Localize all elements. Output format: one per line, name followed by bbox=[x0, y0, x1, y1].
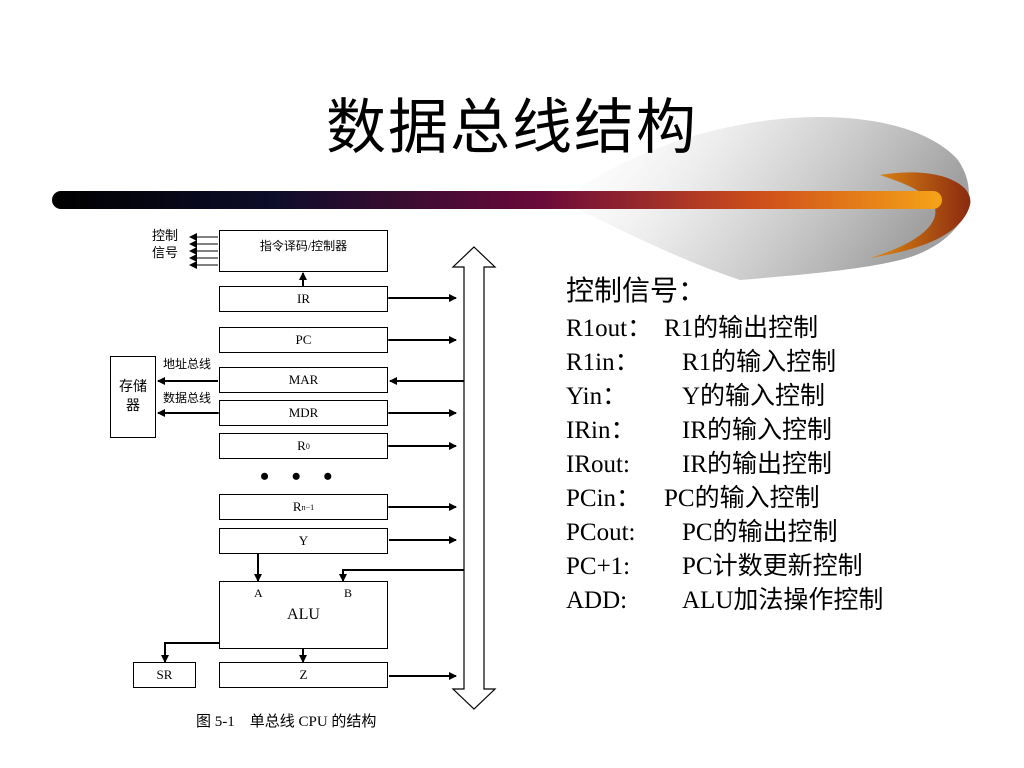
signal-name: R1in： bbox=[566, 349, 640, 376]
signal-row: IRout: IR的输出控制 bbox=[566, 448, 883, 482]
decoder-controller-box: 指令译码/控制器 bbox=[219, 230, 388, 272]
figure-caption: 图 5-1 单总线 CPU 的结构 bbox=[196, 714, 377, 730]
memory-box: 存储 器 bbox=[110, 356, 156, 438]
signal-desc: R1的输出控制 bbox=[664, 315, 819, 342]
signal-name: PCout: bbox=[566, 519, 636, 546]
pc-register: PC bbox=[219, 327, 388, 353]
signal-name: ADD: bbox=[566, 587, 628, 614]
mdr-register: MDR bbox=[219, 400, 388, 426]
page-title: 数据总线结构 bbox=[326, 93, 698, 163]
rn-label: R bbox=[292, 499, 302, 514]
signal-name: PC+1: bbox=[566, 553, 631, 580]
signal-desc: IR的输入控制 bbox=[682, 417, 833, 444]
title-bar bbox=[52, 191, 942, 209]
rn-subscript: n−1 bbox=[301, 502, 315, 512]
signal-name: IRin： bbox=[566, 417, 636, 444]
signal-name: Yin： bbox=[566, 383, 628, 410]
signal-desc: IR的输出控制 bbox=[682, 451, 833, 478]
r0-subscript: 0 bbox=[305, 441, 310, 451]
signal-row: R1in： R1的输入控制 bbox=[566, 346, 883, 380]
signal-row: R1out： R1的输出控制 bbox=[566, 312, 883, 346]
alu-input-a-label: A bbox=[254, 586, 263, 600]
signal-desc: PC计数更新控制 bbox=[682, 553, 863, 580]
signal-name: R1out： bbox=[566, 315, 653, 342]
signal-row: Yin： Y的输入控制 bbox=[566, 380, 883, 414]
alu-input-b-label: B bbox=[344, 586, 353, 600]
bus-to-alu-b bbox=[339, 569, 464, 582]
ir-register: IR bbox=[219, 286, 388, 312]
signal-desc: R1的输入控制 bbox=[682, 349, 837, 376]
swoosh-tip bbox=[870, 172, 971, 258]
signal-desc: ALU加法操作控制 bbox=[682, 587, 884, 614]
data-bus-arrow bbox=[451, 246, 497, 710]
signal-desc: PC的输出控制 bbox=[682, 519, 838, 546]
signal-row: PCout: PC的输出控制 bbox=[566, 516, 883, 550]
z-register: Z bbox=[219, 662, 388, 688]
signal-name: PCin： bbox=[566, 485, 642, 512]
mar-register: MAR bbox=[219, 367, 388, 393]
y-register: Y bbox=[219, 528, 388, 554]
sr-register: SR bbox=[133, 662, 196, 688]
control-signals-label: 控制 信号 bbox=[151, 228, 178, 260]
alu-box: ALU bbox=[219, 581, 388, 649]
control-signal-panel: 控制信号： R1out： R1的输出控制 R1in： R1的输入控制 Yin： Y的输… bbox=[566, 272, 883, 618]
control-signal-arrows bbox=[189, 233, 218, 269]
signal-row: IRin： IR的输入控制 bbox=[566, 414, 883, 448]
alu-to-sr bbox=[161, 642, 219, 663]
signal-row: ADD: ALU加法操作控制 bbox=[566, 584, 883, 618]
r0-label: R bbox=[297, 438, 306, 453]
signal-row: PC+1: PC计数更新控制 bbox=[566, 550, 883, 584]
address-bus-label: 地址总线 bbox=[163, 357, 212, 371]
signal-name: IRout: bbox=[566, 451, 630, 478]
signal-heading: 控制信号： bbox=[566, 276, 707, 307]
data-bus-label: 数据总线 bbox=[163, 391, 212, 405]
signal-row: PCin： PC的输入控制 bbox=[566, 482, 883, 516]
signal-desc: Y的输入控制 bbox=[682, 383, 826, 410]
signal-desc: PC的输入控制 bbox=[664, 485, 820, 512]
ellipsis-dots: • • • bbox=[260, 462, 341, 491]
